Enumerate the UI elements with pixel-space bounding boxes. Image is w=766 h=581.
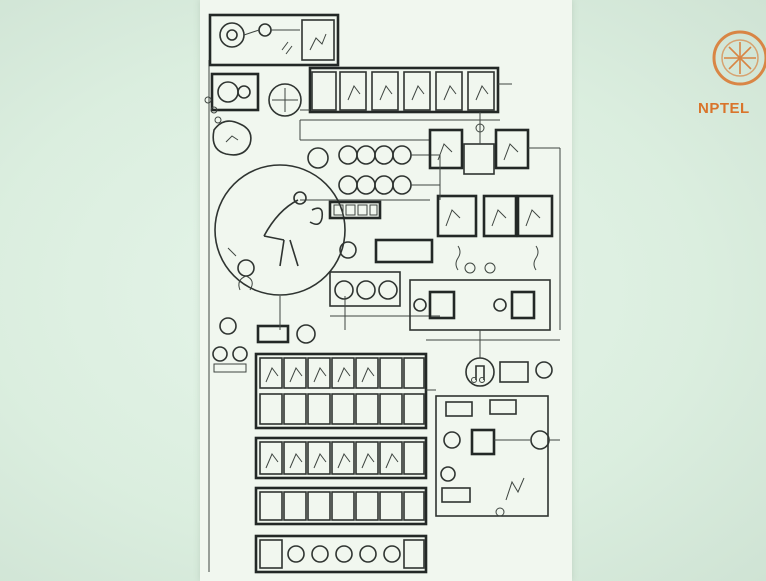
frame-grid-block-1 xyxy=(256,354,426,428)
right-figure-boxes xyxy=(430,112,560,330)
header-frame xyxy=(210,15,338,65)
frame-grid-block-2 xyxy=(256,438,426,478)
nptel-logo: NPTEL xyxy=(698,14,766,124)
reel-device xyxy=(213,318,315,372)
top-film-strip xyxy=(269,68,512,120)
connector-lines xyxy=(280,120,560,390)
head-profile-group xyxy=(205,74,258,155)
nptel-emblem-icon xyxy=(698,14,766,100)
music-note-node xyxy=(466,330,552,386)
bottom-right-circuit xyxy=(436,396,560,516)
nptel-logo-text: NPTEL xyxy=(698,100,766,117)
mid-blocks xyxy=(330,202,440,316)
frame-grid-block-4 xyxy=(256,536,426,572)
central-figure-circle xyxy=(215,165,345,295)
frame-grid-block-3 xyxy=(256,488,426,524)
circle-chain-rows xyxy=(300,140,440,200)
